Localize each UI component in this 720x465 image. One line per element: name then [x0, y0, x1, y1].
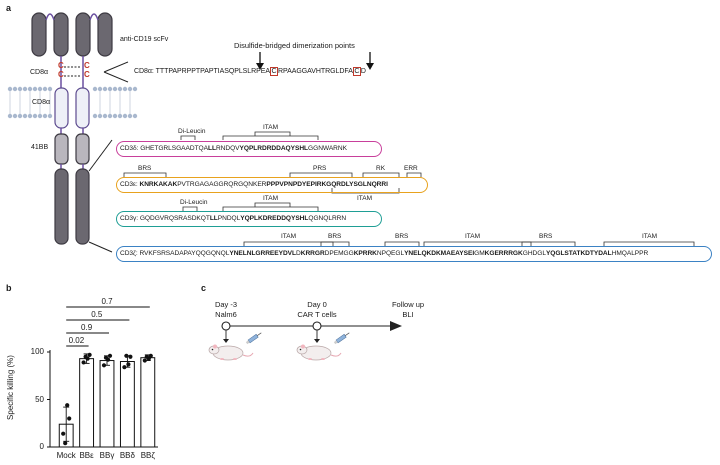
data-point [124, 353, 129, 358]
syringe-icon [245, 332, 262, 345]
cd8a-tm-label: CD8α [32, 99, 51, 106]
mouse-icon [208, 344, 254, 361]
dimerization-label: Disulfide-bridged dimerization points [234, 41, 355, 50]
motif-label: BRS [138, 165, 152, 172]
p-value-label: 0.5 [91, 310, 103, 319]
cd3-domain [75, 168, 90, 245]
motif-label: BRS [539, 233, 553, 240]
data-point [128, 354, 133, 359]
panel-c-letter: c [201, 283, 207, 293]
cd3-delta-sequence: CD3δ: GHETGRLSGAADTQALLRNDQVYQPLRDRDDAQY… [120, 144, 347, 152]
motif-label: ITAM [642, 233, 658, 240]
cell-membrane [7, 86, 138, 119]
data-point [103, 355, 109, 360]
cd3-delta-box [116, 141, 382, 157]
cd3-epsilon-sequence: CD3ε: KNRKAKAKPVTRGAGAGGRQRGQNKERPPPVPNP… [120, 180, 388, 188]
y-tick-label: 50 [35, 394, 44, 404]
data-point [87, 352, 92, 357]
cysteine-right-2: C [84, 70, 90, 79]
motif-label: ITAM [357, 195, 373, 202]
data-point [65, 403, 70, 408]
motif-label: RK [376, 165, 386, 172]
cysteine-left-1: C [58, 61, 64, 70]
scfv-domain [31, 12, 47, 57]
motif-label: ITAM [263, 124, 279, 131]
cd3-zeta-sequence: CD3ζ: RVKFSRSADAPAYQQGQNQLYNELNLGRREEYDV… [120, 249, 649, 257]
cysteine-left-2: C [58, 70, 64, 79]
cd3-gamma-sequence: CD3γ: GQDGVRQSRASDKQTLLPNDQLYQPLKDREDDQY… [120, 214, 347, 222]
cd3-gamma-box [116, 211, 382, 227]
y-tick-label: 0 [39, 442, 44, 451]
motif-label: ERR [404, 165, 418, 172]
motif-label: Di-Leucin [178, 128, 206, 135]
scfv-domain [97, 12, 113, 57]
data-point [144, 354, 149, 359]
x-tick-label: Mock [56, 451, 76, 460]
data-point [61, 431, 66, 436]
p-value-label: 0.9 [81, 323, 93, 332]
x-tick-label: BBζ [140, 451, 155, 460]
data-point [142, 358, 147, 363]
cd3-domain [54, 168, 69, 245]
data-point [122, 365, 127, 370]
p-value-label: 0.02 [68, 336, 85, 345]
motif-label: PRS [313, 165, 327, 172]
motif-label: ITAM [465, 233, 481, 240]
cd8a-hinge-label: CD8α [30, 69, 49, 76]
motif-label: ITAM [263, 195, 279, 202]
data-point [67, 416, 72, 421]
data-point [126, 362, 131, 367]
data-point [83, 354, 88, 359]
motif-label: ITAM [281, 233, 297, 240]
data-point [107, 353, 113, 358]
linker [89, 13, 99, 21]
x-tick-label: BBδ [119, 451, 135, 460]
cysteine-mark: C [352, 67, 361, 76]
timepoint-marker [312, 321, 322, 331]
panel-a-letter: a [6, 3, 12, 13]
linker [45, 13, 55, 21]
y-tick-label: 100 [30, 347, 44, 356]
cd3-zeta-box [116, 246, 712, 262]
41bb-label: 41BB [31, 144, 49, 151]
x-tick-label: BBγ [99, 451, 115, 460]
cysteine-mark: C [270, 67, 279, 76]
timeline-arrowhead [390, 321, 402, 331]
motif-label: BRS [328, 233, 342, 240]
data-point [63, 441, 68, 446]
panel-b-letter: b [6, 283, 12, 293]
cd3-epsilon-box [116, 177, 428, 193]
x-tick-label: BBε [79, 451, 94, 460]
data-point [101, 363, 107, 368]
mouse-icon [296, 344, 342, 361]
syringe-icon [333, 332, 350, 345]
data-point [81, 360, 86, 365]
scfv-label: anti-CD19 scFv [120, 36, 169, 43]
data-point [148, 353, 153, 358]
motif-label: Di-Leucin [180, 199, 208, 206]
timepoint-marker [221, 321, 231, 331]
p-value-label: 0.7 [101, 297, 113, 306]
motif-label: BRS [395, 233, 409, 240]
cysteine-right-1: C [84, 61, 90, 70]
